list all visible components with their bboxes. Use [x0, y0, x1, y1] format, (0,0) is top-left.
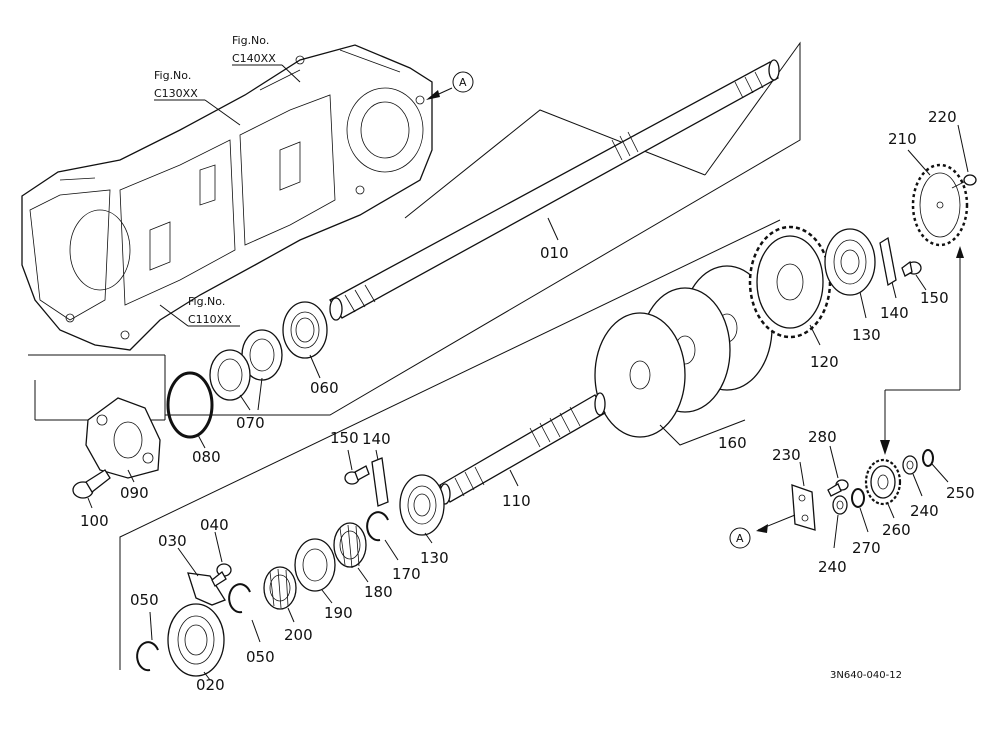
- fig-ref-prefix: Fig.No.: [154, 69, 191, 82]
- fig-ref-prefix: Fig.No.: [188, 295, 225, 308]
- part-label-210: 210: [888, 130, 917, 148]
- part-200-needle-bearing: [263, 566, 297, 610]
- transmission-case: [21, 44, 433, 351]
- part-label-150: 150: [920, 289, 949, 307]
- part-label-090: 080: [192, 448, 221, 466]
- part-280-bolt: [827, 479, 849, 497]
- part-160-discs: [594, 265, 773, 438]
- part-label-220: 220: [928, 108, 957, 126]
- part-100-bolt: [72, 469, 111, 499]
- callout-a-label: A: [736, 532, 744, 545]
- part-label-040: 040: [200, 516, 229, 534]
- part-label-030: 030: [158, 532, 187, 550]
- part-120-gear: [748, 225, 832, 339]
- part-130-bearing: [824, 228, 876, 296]
- fig-ref-code: C130XX: [154, 87, 198, 100]
- part-040-bolt: [211, 563, 232, 587]
- part-label-130: 130: [420, 549, 449, 567]
- part-label-050: 050: [130, 591, 159, 609]
- part-210-sprocket: [911, 163, 969, 247]
- part-label-100: 100: [80, 512, 109, 530]
- part-130-bearing: [399, 474, 445, 536]
- part-260-gear: [864, 458, 902, 506]
- fig-ref-code: C110XX: [188, 313, 232, 326]
- fig-ref-prefix: Fig.No.: [232, 34, 269, 47]
- part-label-140: 140: [880, 304, 909, 322]
- part-label-020: 020: [196, 676, 225, 694]
- part-220-screw: [951, 174, 977, 189]
- part-label-150: 150: [330, 429, 359, 447]
- part-label-280: 280: [808, 428, 837, 446]
- part-label-130: 130: [852, 326, 881, 344]
- part-070-races: [209, 329, 283, 401]
- part-150-bolt: [344, 465, 370, 485]
- fig-ref-code: C140XX: [232, 52, 276, 65]
- part-label-120: 120: [810, 353, 839, 371]
- part-label-260: 260: [882, 521, 911, 539]
- part-190-gear: [294, 538, 336, 592]
- part-label-180: 180: [364, 583, 393, 601]
- part-label-050: 050: [246, 648, 275, 666]
- part-label-240: 240: [910, 502, 939, 520]
- part-label-080: 090: [120, 484, 149, 502]
- part-label-270: 270: [852, 539, 881, 557]
- part-110-shaft: [439, 392, 606, 505]
- part-label-200: 200: [284, 626, 313, 644]
- drawing-code: 3N640-040-12: [830, 670, 902, 681]
- part-label-250: 250: [946, 484, 975, 502]
- part-label-190: 190: [324, 604, 353, 622]
- part-150-bolt: [901, 260, 922, 277]
- part-label-110: 110: [502, 492, 531, 510]
- part-080-flange: [85, 397, 161, 479]
- part-180-needle-bearing: [333, 522, 367, 569]
- callout-a-label: A: [459, 76, 467, 89]
- part-label-060: 060: [310, 379, 339, 397]
- part-label-010: 010: [540, 244, 569, 262]
- part-020-bearing: [167, 603, 225, 677]
- part-label-240: 240: [818, 558, 847, 576]
- part-label-170: 170: [392, 565, 421, 583]
- part-label-140: 140: [362, 430, 391, 448]
- part-label-070: 070: [236, 414, 265, 432]
- part-label-230: 230: [772, 446, 801, 464]
- part-010-shaft: [329, 59, 780, 321]
- part-label-160: 160: [718, 434, 747, 452]
- part-060-bearing: [282, 301, 328, 359]
